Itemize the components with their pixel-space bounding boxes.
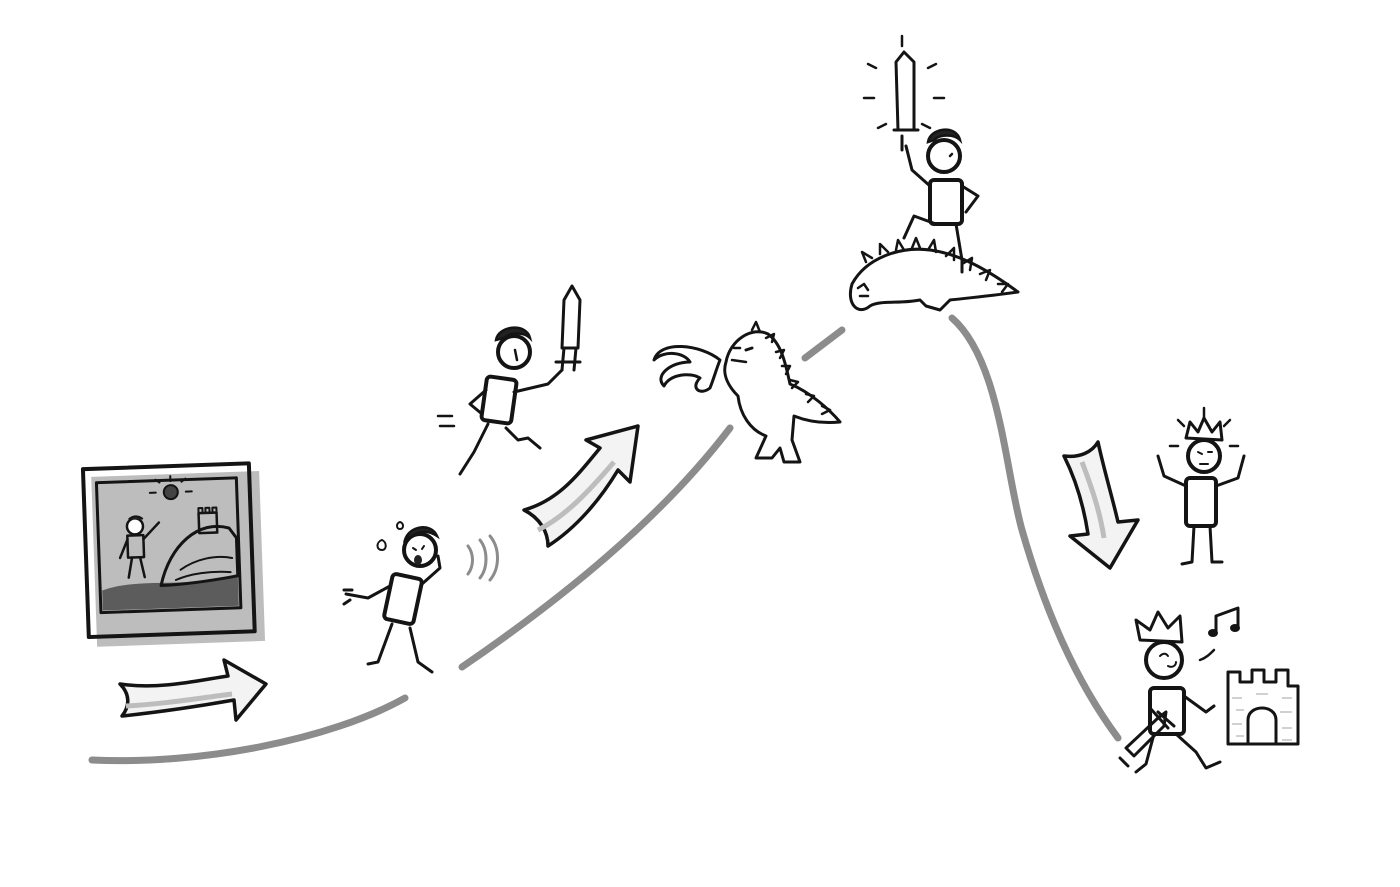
scared-hero-icon: [342, 521, 499, 674]
curve-segment-peak: [801, 326, 846, 362]
arrow-down-icon: [1062, 440, 1140, 570]
curve-segment-exposition: [88, 694, 409, 765]
curve-segment-rising: [458, 424, 734, 671]
victorious-hero-icon: [849, 34, 1020, 312]
fire-dragon-icon: [652, 320, 842, 464]
curve-segment-falling: [948, 314, 1122, 742]
picture-frame-icon: [80, 461, 266, 647]
arrow-right-icon: [118, 658, 268, 722]
story-arc-curve: [88, 314, 1122, 765]
crowned-hero-icon: [1156, 406, 1246, 566]
charging-hero-icon: [436, 284, 582, 476]
arrow-up-right-icon: [522, 424, 640, 548]
king-and-castle-icon: [1118, 606, 1300, 774]
